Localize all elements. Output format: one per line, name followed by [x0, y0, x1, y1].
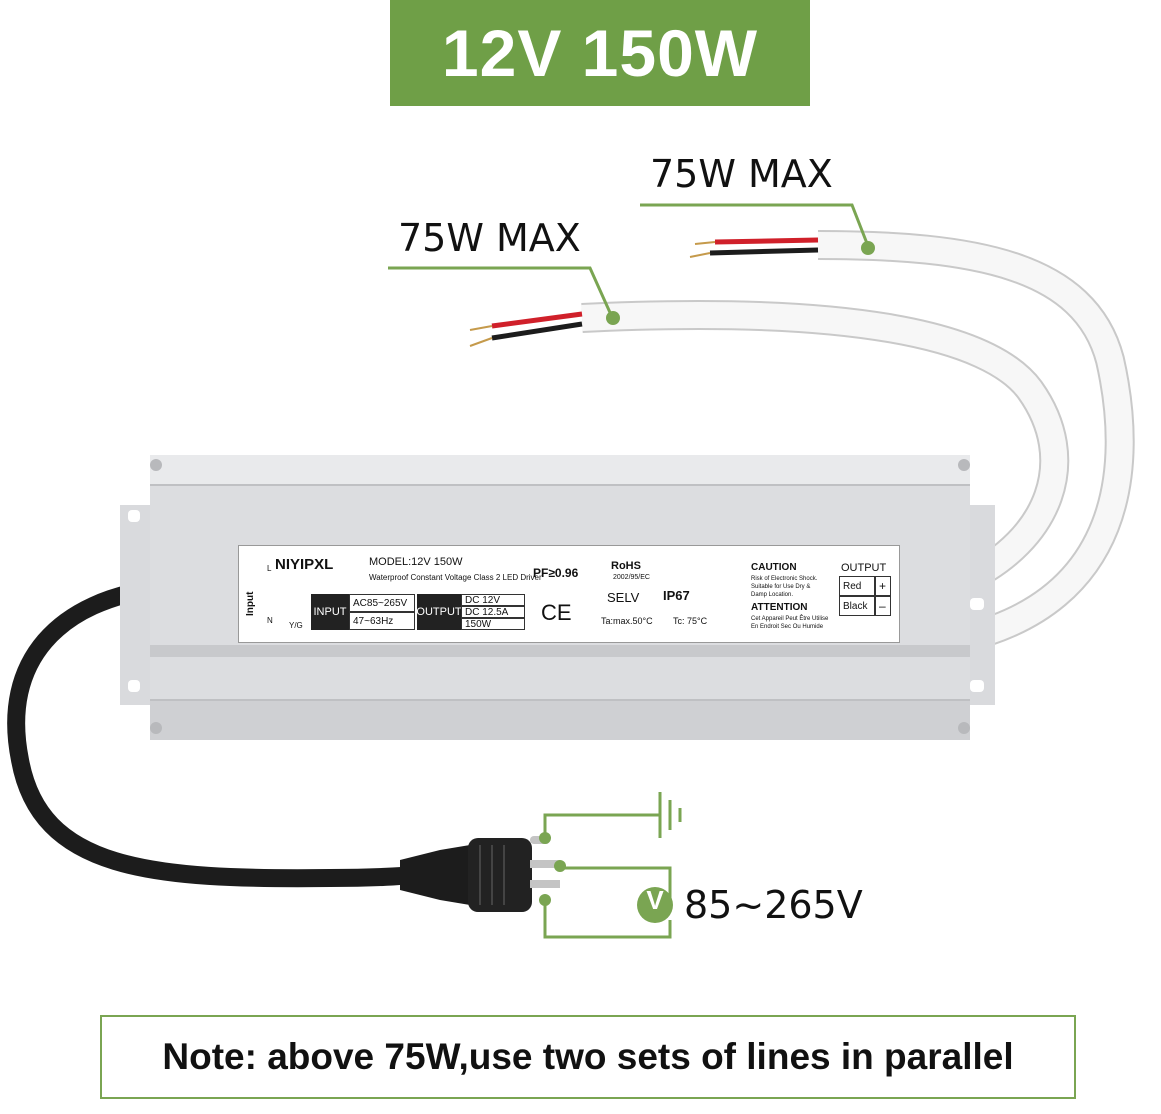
upper-wire-ends [689, 237, 819, 258]
output-value-2: 150W [461, 618, 525, 630]
brand-name: NIYIPXL [275, 556, 334, 573]
output-red-label: Red [839, 576, 875, 596]
output-cables [581, 230, 1135, 653]
input-value-1: 47~63Hz [349, 612, 415, 630]
rohs-code: 2002/95/EC [613, 574, 650, 581]
voltage-icon [637, 887, 673, 923]
note-box: Note: above 75W,use two sets of lines in… [100, 1015, 1076, 1099]
power-supply-housing [120, 455, 995, 740]
input-cable [7, 579, 449, 888]
voltage-symbol: V [646, 885, 664, 915]
ce-mark: CE [541, 600, 572, 625]
caution-line-2: Damp Location. [751, 592, 794, 598]
output-title: OUTPUT [416, 594, 462, 630]
lower-wire-ends [469, 311, 583, 347]
voltage-range-label: 85~265V [684, 883, 863, 927]
note-text: Note: above 75W,use two sets of lines in… [162, 1036, 1014, 1077]
plug-callout-lines [543, 813, 672, 939]
lower-wire-callout: 75W MAX [398, 216, 581, 260]
attention-title: ATTENTION [751, 602, 808, 613]
pf-text: PF≥0.96 [533, 566, 579, 580]
caution-title: CAUTION [751, 562, 797, 573]
output-minus: – [875, 596, 891, 616]
tc-text: Tc: 75°C [673, 616, 708, 626]
description-text: Waterproof Constant Voltage Class 2 LED … [369, 573, 542, 582]
attention-line-0: Cet Appareil Peut Être Utilise [751, 616, 829, 622]
output-value-1: DC 12.5A [461, 606, 525, 618]
yg-mark: Y/G [289, 621, 303, 630]
product-label: Input L N Y/G NIYIPXL MODEL:12V 150W Wat… [238, 545, 900, 643]
output-plus: + [875, 576, 891, 596]
title-banner: 12V 150W [390, 0, 810, 106]
upper-wire-callout: 75W MAX [650, 152, 833, 196]
l-mark: L [267, 564, 272, 573]
attention-line-1: En Endroit Sec Ou Humide [751, 624, 824, 630]
selv-mark: SELV [607, 590, 640, 605]
plug [400, 836, 560, 912]
title-text: 12V 150W [441, 16, 759, 90]
input-title: INPUT [311, 594, 349, 630]
ta-text: Ta:max.50°C [601, 616, 653, 626]
output-box-title: OUTPUT [841, 562, 887, 574]
ip-rating: IP67 [663, 588, 690, 603]
rohs-text: RoHS [611, 560, 641, 572]
caution-line-1: Suitable for Use Dry & [751, 584, 811, 590]
wire-callout-lines [388, 203, 870, 318]
input-value-0: AC85~265V [349, 594, 415, 612]
output-value-0: DC 12V [461, 594, 525, 606]
model-text: MODEL:12V 150W [369, 556, 463, 568]
output-black-label: Black [839, 596, 875, 616]
ground-icon [658, 792, 682, 838]
input-side-label: Input [245, 591, 256, 616]
n-mark: N [267, 616, 273, 625]
caution-line-0: Risk of Electronic Shock. [751, 576, 818, 582]
